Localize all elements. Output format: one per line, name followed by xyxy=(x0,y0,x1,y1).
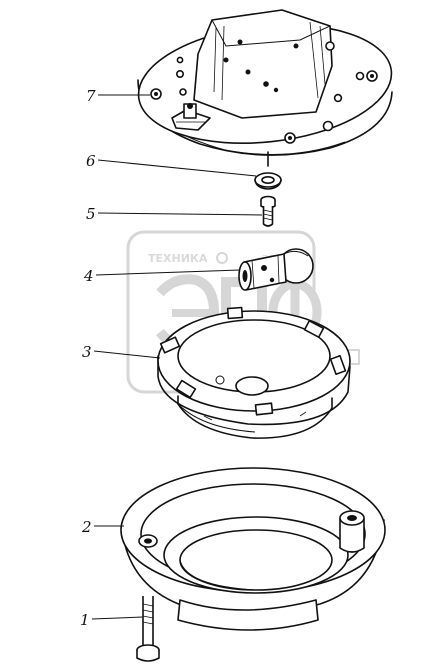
leader-line-4 xyxy=(95,269,241,276)
callout-2: 2 xyxy=(81,518,124,536)
callout-label-7: 7 xyxy=(86,87,96,105)
part-5-screw xyxy=(260,195,276,227)
callout-7: 7 xyxy=(86,87,150,105)
leader-line-6 xyxy=(97,159,257,177)
part-6-washer xyxy=(254,172,282,190)
part-4-connector xyxy=(238,248,314,291)
leader-line-3 xyxy=(93,350,161,359)
callout-label-1: 1 xyxy=(80,611,90,629)
callout-1: 1 xyxy=(80,611,144,629)
leader-line-5 xyxy=(97,212,263,216)
callout-5: 5 xyxy=(86,205,263,223)
leader-line-1 xyxy=(91,616,144,620)
callout-label-4: 4 xyxy=(83,267,94,285)
callout-4: 4 xyxy=(83,267,241,285)
callout-label-6: 6 xyxy=(86,152,96,170)
callout-label-5: 5 xyxy=(86,205,96,223)
callout-6: 6 xyxy=(86,152,257,177)
part-2-base xyxy=(120,467,386,631)
watermark-banner-text: ТЕХНИКА xyxy=(148,252,208,265)
callout-label-2: 2 xyxy=(81,518,92,536)
callout-3: 3 xyxy=(82,343,161,361)
part-3-ring xyxy=(157,306,351,439)
callout-label-3: 3 xyxy=(82,343,92,361)
part-1-screw xyxy=(136,596,160,662)
part-7-cover xyxy=(137,9,393,167)
